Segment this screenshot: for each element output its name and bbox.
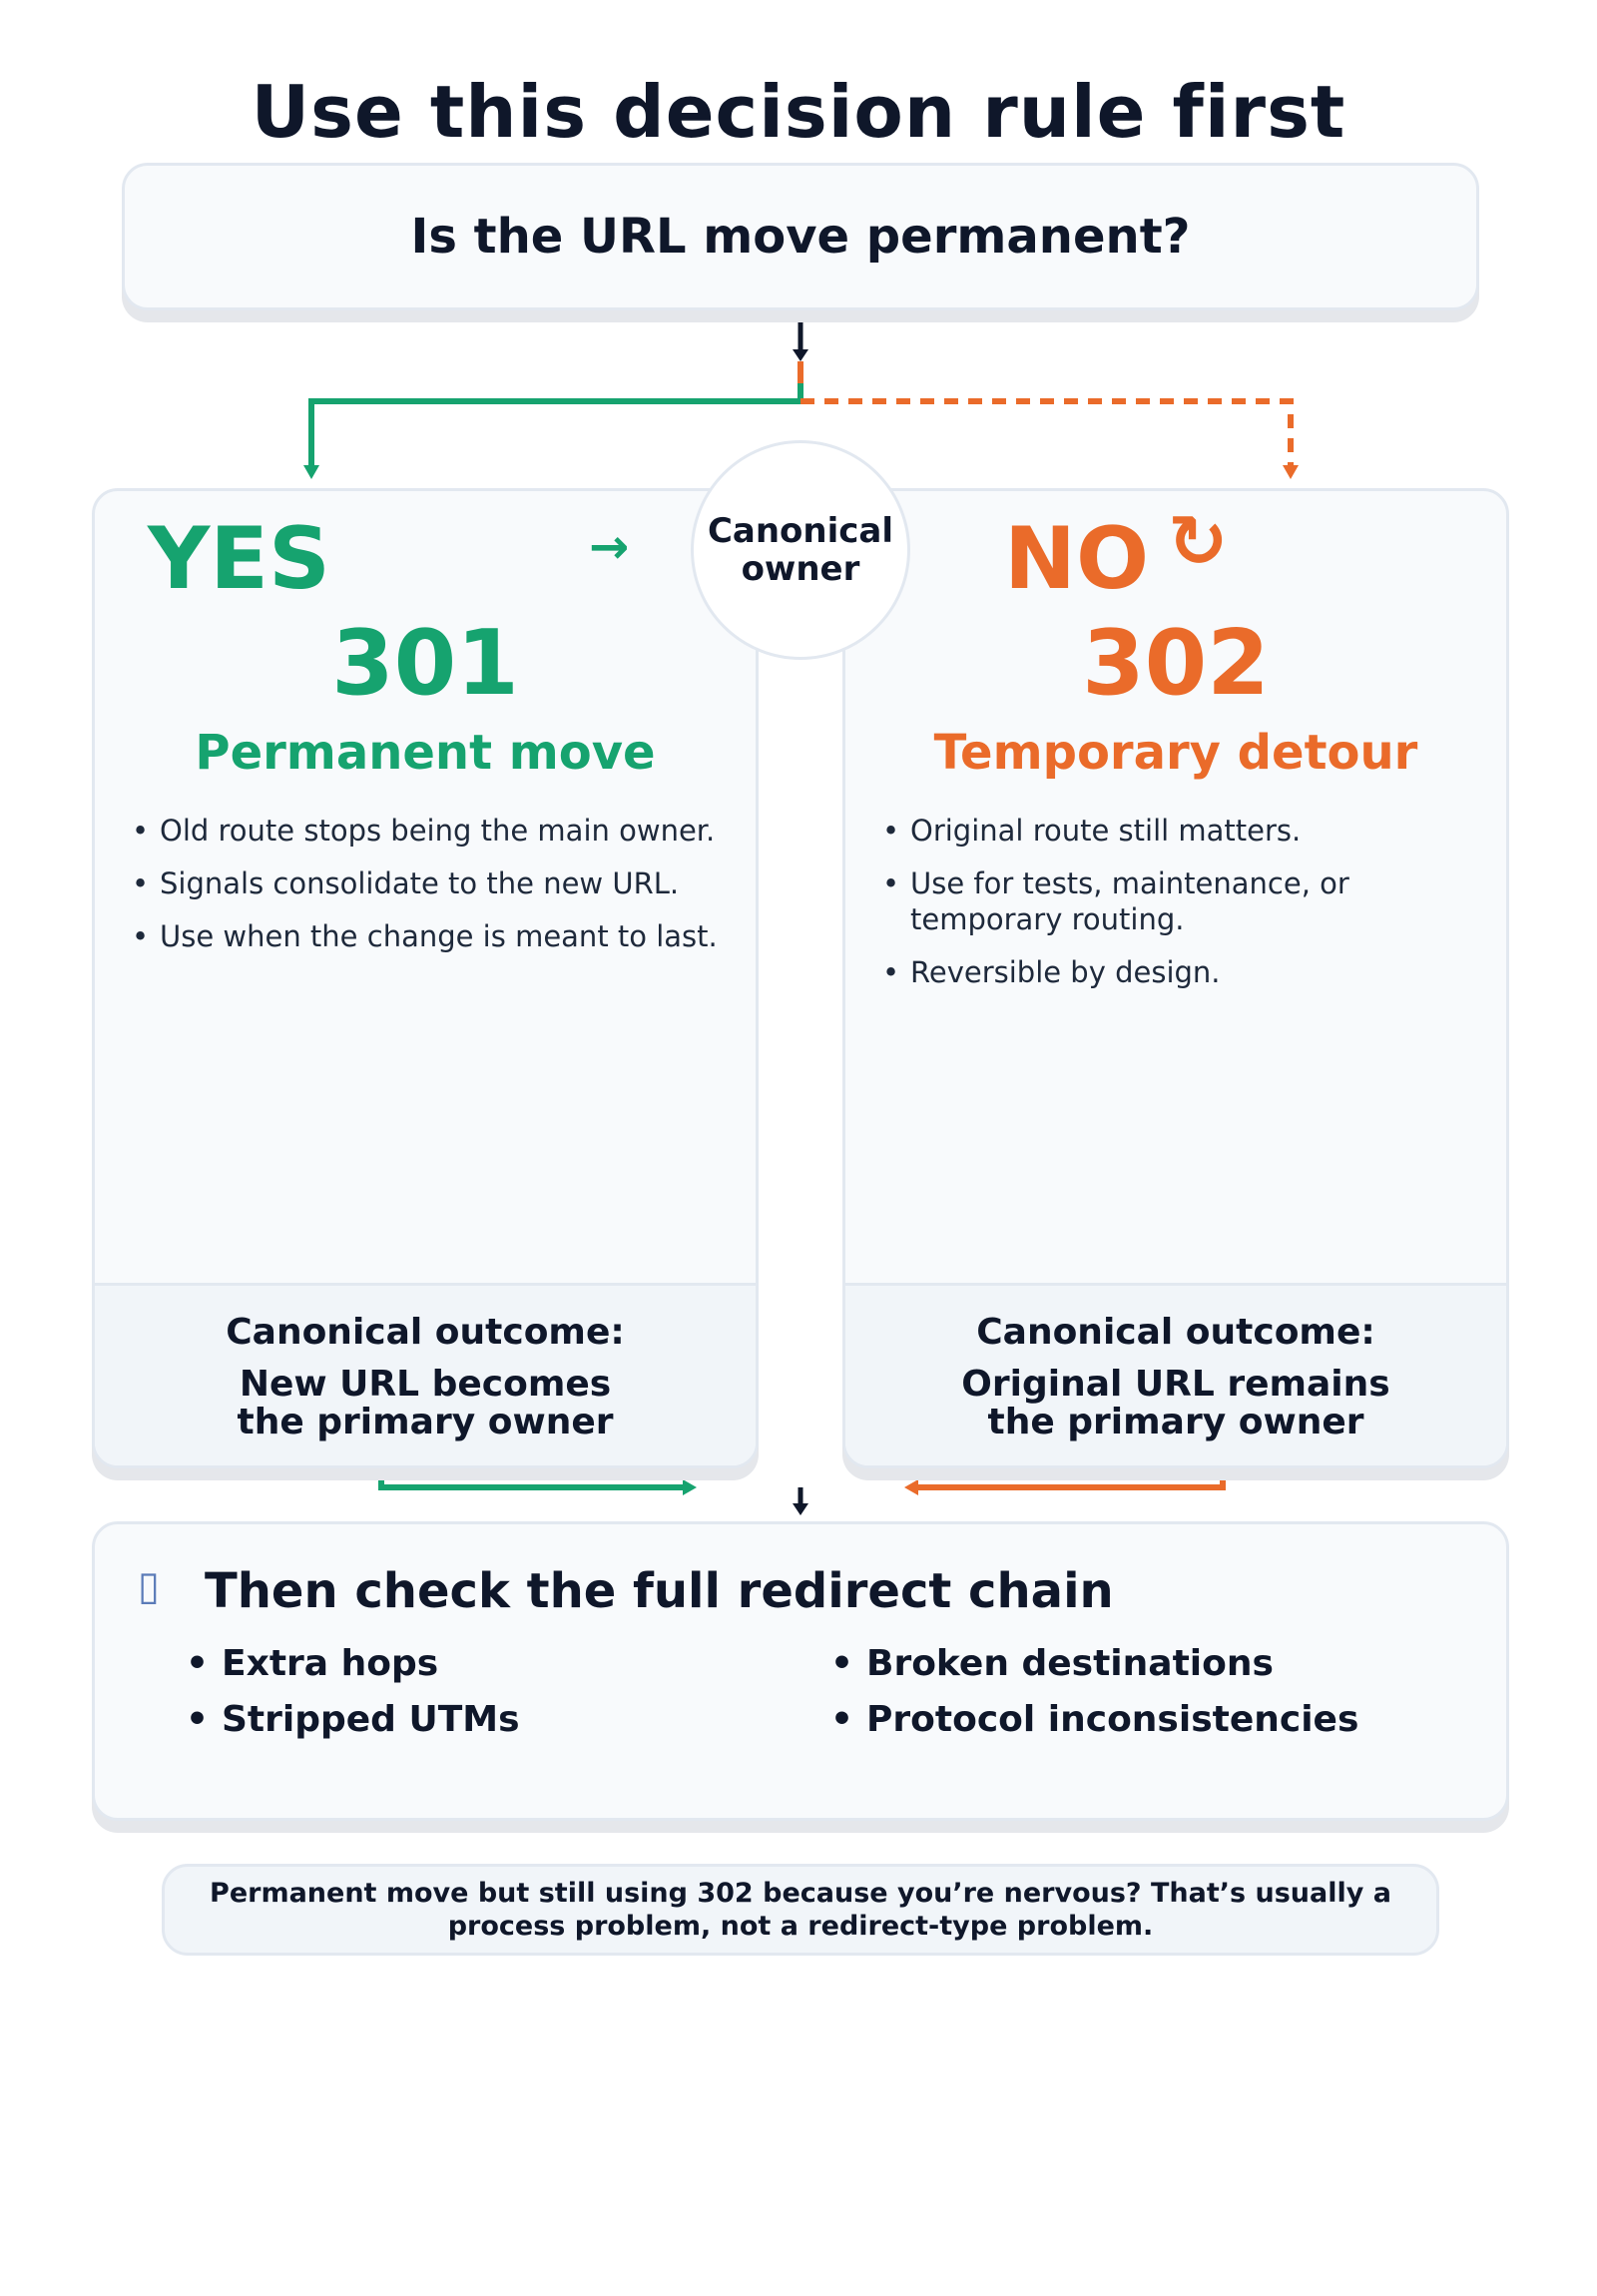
no-outcome-text: Original URL remains the primary owner xyxy=(842,1366,1509,1441)
arrow-right-icon: → xyxy=(589,519,630,575)
list-item: Use for tests, maintenance, or temporary… xyxy=(882,865,1481,937)
list-item: Original route still matters. xyxy=(882,813,1481,849)
yes-outcome-line2: the primary owner xyxy=(237,1402,614,1442)
yes-subtitle: Permanent move xyxy=(195,725,656,781)
list-item: Old route stops being the main owner. xyxy=(132,813,751,849)
no-status-code: 302 xyxy=(1082,611,1270,716)
chain-link-icon: ▯ xyxy=(138,1563,161,1609)
chain-title: Then check the full redirect chain xyxy=(205,1563,1114,1619)
refresh-icon: ↻ xyxy=(1168,499,1229,583)
page-title: Use this decision rule first xyxy=(251,70,1346,154)
yes-bullet-list: Old route stops being the main owner. Si… xyxy=(132,813,751,971)
footnote-card xyxy=(162,1864,1439,1956)
no-outcome-line1: Original URL remains xyxy=(961,1364,1390,1405)
canonical-owner-badge: Canonical owner xyxy=(691,440,910,660)
list-item: Protocol inconsistencies xyxy=(830,1699,1469,1741)
list-item: Use when the change is meant to last. xyxy=(132,918,751,954)
list-item: Broken destinations xyxy=(830,1643,1469,1685)
list-item: Extra hops xyxy=(186,1643,785,1685)
chain-checklist-right: Broken destinations Protocol inconsisten… xyxy=(830,1643,1469,1755)
question-text: Is the URL move permanent? xyxy=(410,209,1191,265)
no-outcome-panel xyxy=(845,1283,1506,1465)
no-outcome-line2: the primary owner xyxy=(987,1402,1364,1442)
yes-branch-card xyxy=(92,488,759,1468)
yes-outcome-panel xyxy=(95,1283,756,1465)
yes-outcome-text: New URL becomes the primary owner xyxy=(92,1366,759,1441)
badge-line1: Canonical xyxy=(707,511,894,551)
footnote-text: Permanent move but still using 302 becau… xyxy=(210,1878,1391,1942)
chain-checklist-left: Extra hops Stripped UTMs xyxy=(186,1643,785,1755)
no-subtitle: Temporary detour xyxy=(933,725,1418,781)
yes-outcome-heading: Canonical outcome: xyxy=(226,1312,625,1353)
yes-label: YES xyxy=(148,509,330,609)
no-bullet-list: Original route still matters. Use for te… xyxy=(882,813,1481,1007)
no-label: NO xyxy=(1004,509,1150,609)
yes-outcome-line1: New URL becomes xyxy=(239,1364,612,1405)
question-card xyxy=(122,163,1479,310)
list-item: Stripped UTMs xyxy=(186,1699,785,1741)
no-outcome-heading: Canonical outcome: xyxy=(976,1312,1375,1353)
list-item: Signals consolidate to the new URL. xyxy=(132,865,751,901)
badge-line2: owner xyxy=(741,549,860,589)
list-item: Reversible by design. xyxy=(882,954,1481,990)
yes-status-code: 301 xyxy=(331,611,519,716)
